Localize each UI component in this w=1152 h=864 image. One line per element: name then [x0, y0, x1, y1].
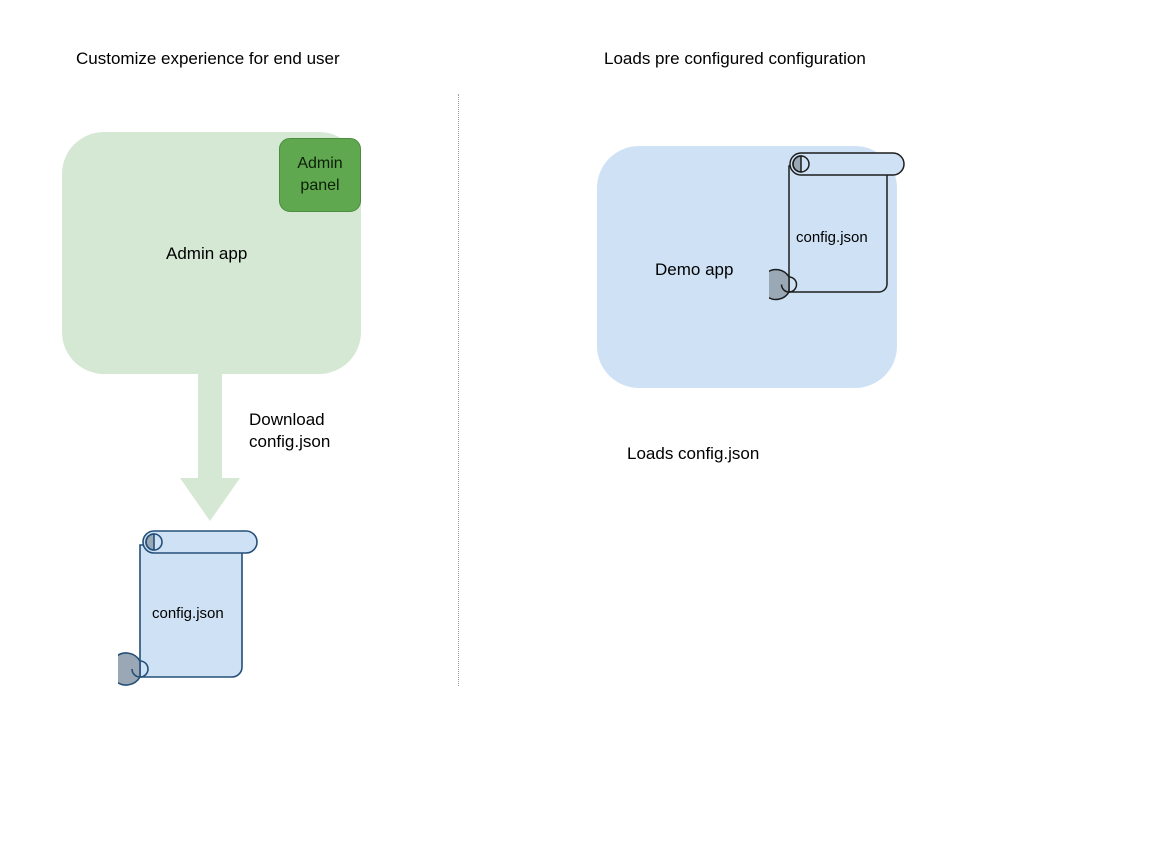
- config-json-label-right: config.json: [796, 229, 868, 246]
- left-column-heading: Customize experience for end user: [76, 49, 340, 68]
- download-arrow-label-line2: config.json: [249, 432, 331, 451]
- config-json-scroll-icon-right[interactable]: [769, 150, 911, 308]
- admin-panel-box[interactable]: Admin panel: [279, 138, 361, 212]
- download-arrow-label-line1: Download: [249, 410, 325, 429]
- admin-app-label: Admin app: [166, 244, 248, 263]
- loads-config-caption: Loads config.json: [627, 444, 760, 463]
- admin-panel-label: Admin panel: [297, 155, 343, 194]
- config-json-label-left: config.json: [152, 605, 224, 622]
- download-arrow-icon: [180, 370, 240, 521]
- right-column-heading: Loads pre configured configuration: [604, 49, 866, 68]
- download-arrow-label: Download config.json: [249, 409, 330, 453]
- column-divider: [458, 94, 459, 686]
- demo-app-label: Demo app: [655, 260, 734, 279]
- config-json-scroll-icon-left[interactable]: [118, 527, 266, 693]
